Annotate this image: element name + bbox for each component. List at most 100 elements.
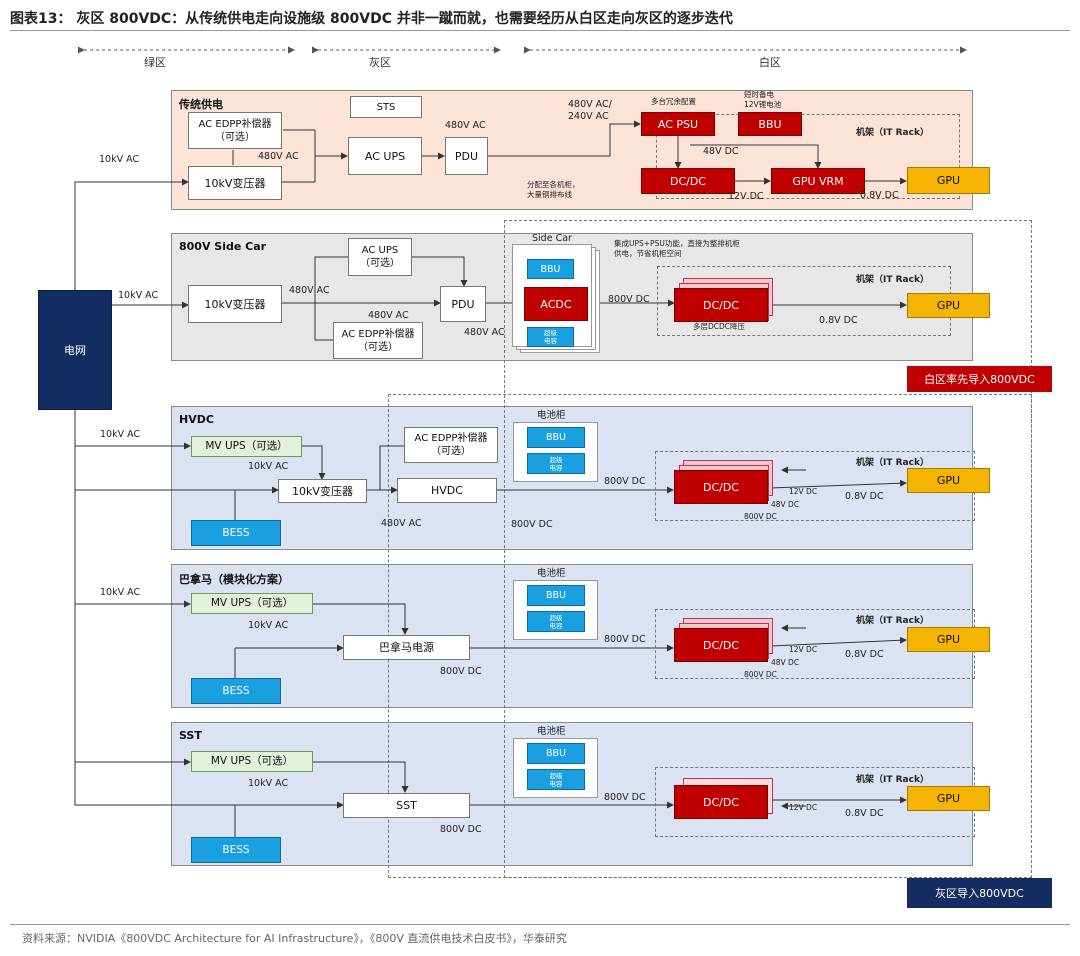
panama-gpu-box: GPU bbox=[907, 627, 990, 652]
trad-gpu-box: GPU bbox=[907, 167, 990, 194]
hvdc-label-12: 12V DC bbox=[789, 487, 818, 496]
hvdc-label-800-b: 800V DC bbox=[604, 476, 646, 487]
panama-bbu-box: BBU bbox=[527, 585, 585, 606]
trad-note-rack: 机架（IT Rack） bbox=[856, 128, 929, 138]
sst-title: SST bbox=[179, 729, 202, 742]
trad-pdu-box: PDU bbox=[445, 137, 488, 175]
panama-label-12: 12V DC bbox=[789, 645, 818, 654]
sidecar-dcdc-box: DC/DC bbox=[674, 288, 768, 322]
panama-dcdc-box: DC/DC bbox=[674, 628, 768, 662]
sidecar-cabinet-title: Side Car bbox=[532, 233, 572, 244]
panama-note-rack: 机架（IT Rack） bbox=[856, 616, 929, 626]
trad-note-redundant: 多台冗余配置 bbox=[651, 97, 696, 106]
hvdc-note-rack: 机架（IT Rack） bbox=[856, 458, 929, 468]
hvdc-hvdc-box: HVDC bbox=[397, 478, 497, 503]
hvdc-title: HVDC bbox=[179, 413, 214, 426]
hvdc-label-10kv-a: 10kV AC bbox=[100, 429, 141, 440]
hvdc-label-10kv-b: 10kV AC bbox=[248, 461, 289, 472]
panama-label-48: 48V DC bbox=[771, 658, 800, 667]
hvdc-bbu-box: BBU bbox=[527, 427, 585, 448]
sidecar-pdu-box: PDU bbox=[440, 286, 486, 322]
trad-edpp-box: AC EDPP补偿器 （可选） bbox=[188, 112, 282, 149]
sidecar-label-08: 0.8V DC bbox=[819, 315, 858, 326]
zone-label-white: 白区 bbox=[759, 56, 781, 69]
sidecar-acdc-box: ACDC bbox=[524, 287, 588, 321]
panama-label-10kv-a: 10kV AC bbox=[100, 587, 141, 598]
trad-label-10kv: 10kV AC bbox=[99, 154, 140, 165]
power-grid-block: 电网 bbox=[38, 290, 112, 410]
zone-label-green: 绿区 bbox=[144, 56, 166, 69]
source-footer: 资料来源：NVIDIA《800VDC Architecture for AI I… bbox=[22, 932, 567, 945]
panama-mv-ups-box: MV UPS（可选） bbox=[191, 593, 313, 614]
trad-label-480-b: 480V AC bbox=[445, 120, 486, 131]
hvdc-dcdc-box: DC/DC bbox=[674, 470, 768, 504]
white-zone-tag: 白区率先导入800VDC bbox=[907, 366, 1052, 392]
panama-battery-title: 电池柜 bbox=[537, 568, 566, 579]
hvdc-gpu-box: GPU bbox=[907, 468, 990, 493]
trad-label-480-a: 480V AC bbox=[258, 151, 299, 162]
sidecar-ac-ups-box: AC UPS （可选） bbox=[348, 238, 412, 276]
hvdc-edpp-box: AC EDPP补偿器 （可选） bbox=[404, 427, 498, 463]
zone-label-grey: 灰区 bbox=[369, 56, 391, 69]
trad-ac-ups-box: AC UPS bbox=[348, 137, 422, 175]
trad-gpu-vrm-box: GPU VRM bbox=[771, 168, 865, 194]
sidecar-supercap-box: 超级 电容 bbox=[527, 327, 574, 347]
sst-label-800-a: 800V DC bbox=[440, 824, 482, 835]
sidecar-bbu-box: BBU bbox=[527, 259, 574, 279]
sidecar-title: 800V Side Car bbox=[179, 240, 267, 253]
sidecar-label-480-b: 480V AC bbox=[368, 310, 409, 321]
hvdc-mv-ups-box: MV UPS（可选） bbox=[191, 436, 302, 457]
trad-label-480-240: 480V AC/ 240V AC bbox=[568, 99, 612, 122]
panama-label-800-b: 800V DC bbox=[604, 634, 646, 645]
panama-label-08: 0.8V DC bbox=[845, 649, 884, 660]
trad-label-48vdc: 48V DC bbox=[703, 146, 739, 157]
hvdc-battery-title: 电池柜 bbox=[537, 410, 566, 421]
sst-label-10kv: 10kV AC bbox=[248, 778, 289, 789]
trad-dcdc-box: DC/DC bbox=[641, 168, 735, 194]
panama-power-box: 巴拿马电源 bbox=[343, 635, 470, 660]
hvdc-label-800-a: 800V DC bbox=[511, 519, 553, 530]
hvdc-label-800-small: 800V DC bbox=[744, 512, 777, 521]
title-rule bbox=[10, 30, 1070, 31]
sidecar-label-800: 800V DC bbox=[608, 294, 650, 305]
trad-ac-psu-box: AC PSU bbox=[641, 112, 715, 136]
sidecar-label-480-c: 480V AC bbox=[464, 327, 505, 338]
sst-sst-box: SST bbox=[343, 793, 470, 818]
trad-transformer-box: 10kV变压器 bbox=[188, 166, 282, 200]
sst-mv-ups-box: MV UPS（可选） bbox=[191, 751, 313, 772]
sidecar-edpp-box: AC EDPP补偿器 （可选） bbox=[333, 322, 423, 359]
hvdc-label-480: 480V AC bbox=[381, 518, 422, 529]
sst-label-800-b: 800V DC bbox=[604, 792, 646, 803]
sidecar-note-multistage: 多层DCDC降压 bbox=[693, 322, 746, 331]
hvdc-supercap-box: 超级 电容 bbox=[527, 453, 585, 474]
sst-label-08: 0.8V DC bbox=[845, 808, 884, 819]
panama-title: 巴拿马（模块化方案） bbox=[179, 573, 289, 586]
sidecar-label-10kv: 10kV AC bbox=[118, 290, 159, 301]
sidecar-transformer-box: 10kV变压器 bbox=[188, 285, 282, 323]
trad-rack-dashed bbox=[656, 114, 960, 199]
traditional-title: 传统供电 bbox=[179, 98, 223, 111]
trad-label-08vdc: 0.8V DC bbox=[860, 190, 899, 201]
panama-bess-box: BESS bbox=[191, 678, 281, 704]
hvdc-transformer-box: 10kV变压器 bbox=[278, 479, 367, 503]
trad-label-12vdc: 12V DC bbox=[728, 191, 764, 202]
sst-gpu-box: GPU bbox=[907, 786, 990, 811]
hvdc-label-48: 48V DC bbox=[771, 500, 800, 509]
sst-dcdc-box: DC/DC bbox=[674, 785, 768, 819]
sst-label-12: 12V DC bbox=[789, 803, 818, 812]
trad-bbu-box: BBU bbox=[738, 112, 802, 136]
panama-label-800-a: 800V DC bbox=[440, 666, 482, 677]
sidecar-label-480-a: 480V AC bbox=[289, 285, 330, 296]
sst-note-rack: 机架（IT Rack） bbox=[856, 775, 929, 785]
sst-supercap-box: 超级 电容 bbox=[527, 769, 585, 790]
grey-zone-tag: 灰区导入800VDC bbox=[907, 878, 1052, 908]
panama-supercap-box: 超级 电容 bbox=[527, 611, 585, 632]
figure-title: 图表13： 灰区 800VDC：从传统供电走向设施级 800VDC 并非一蹴而就… bbox=[10, 11, 733, 27]
hvdc-label-08: 0.8V DC bbox=[845, 491, 884, 502]
sidecar-gpu-box: GPU bbox=[907, 293, 990, 318]
sst-battery-title: 电池柜 bbox=[537, 726, 566, 737]
trad-sts-box: STS bbox=[350, 96, 422, 118]
hvdc-bess-box: BESS bbox=[191, 520, 281, 546]
